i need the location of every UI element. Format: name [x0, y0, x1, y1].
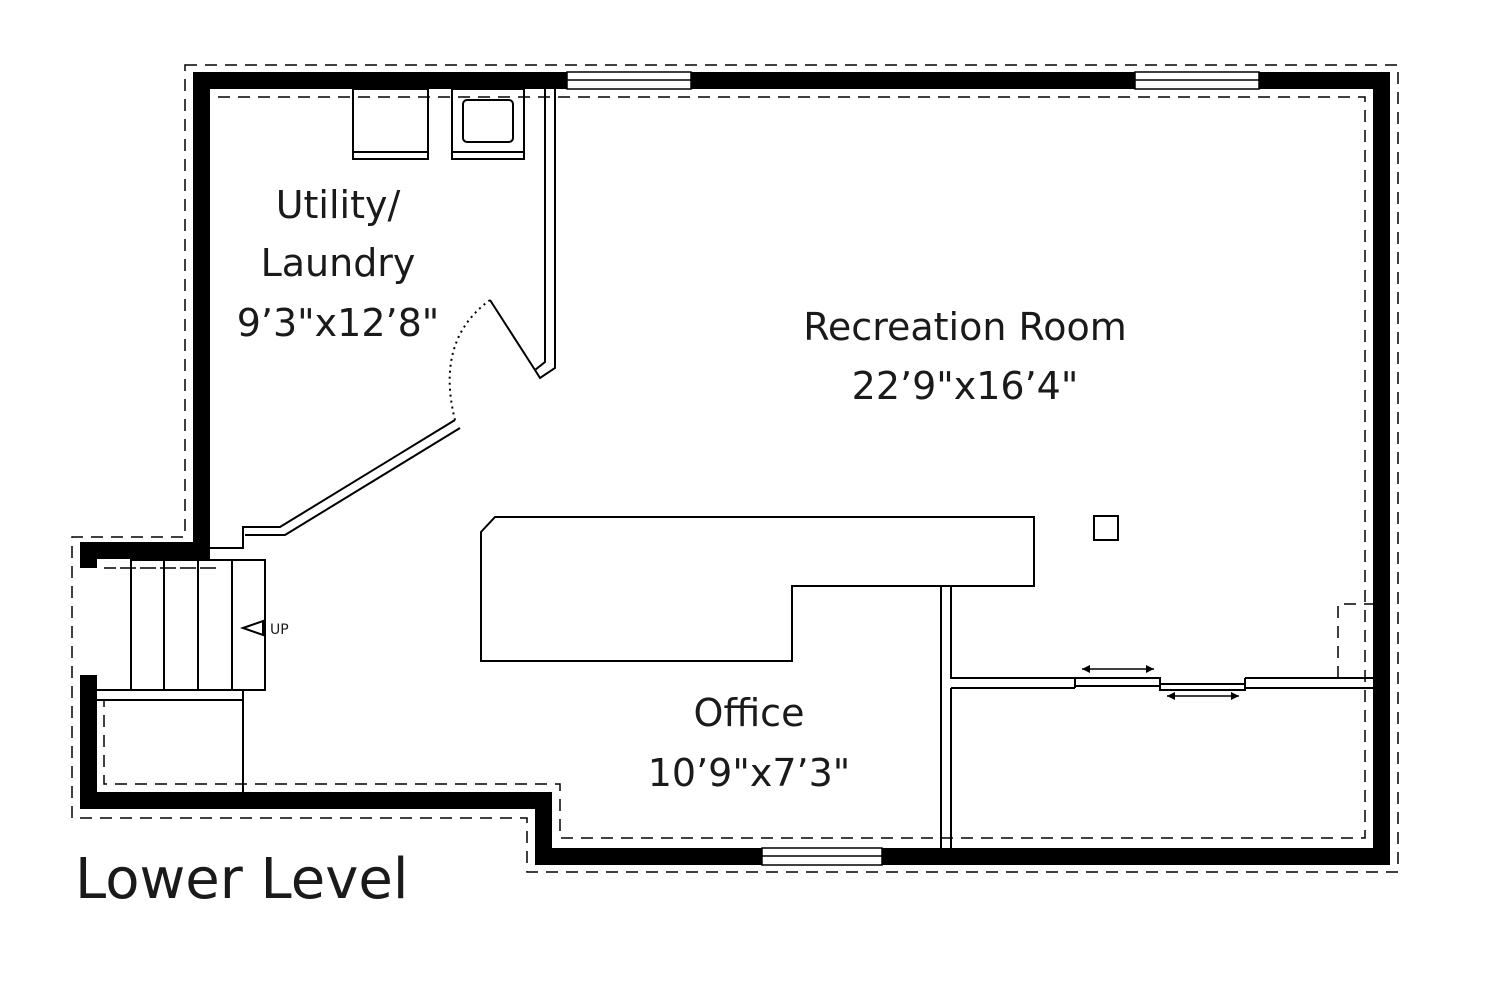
- counter-island: [480, 516, 1035, 662]
- closet-sliding-doors: [1074, 665, 1373, 700]
- office-wall: [940, 586, 1075, 848]
- recreation-label: Recreation Room: [803, 305, 1127, 349]
- exterior-walls: [80, 72, 1390, 865]
- stairs-direction-label: UP: [270, 622, 289, 638]
- staircase: [97, 559, 266, 792]
- interior-dashed-outline: [103, 96, 1366, 839]
- utility-diagonal-wall: [210, 419, 461, 549]
- office-label: Office: [694, 691, 805, 735]
- office-dimensions: 10’9"x7’3": [648, 751, 851, 795]
- recreation-dimensions: 22’9"x16’4": [852, 364, 1079, 408]
- dryer: [451, 88, 525, 160]
- exterior-dashed-outline: [71, 64, 1399, 873]
- window-bottom: [761, 847, 883, 866]
- utility-door-swing: [448, 299, 491, 421]
- up-arrow-icon: [239, 619, 264, 637]
- utility-wall: [489, 89, 556, 380]
- support-column: [1093, 515, 1119, 541]
- window-top-right: [1134, 71, 1260, 90]
- washer: [352, 88, 429, 160]
- plan-title: Lower Level: [75, 847, 408, 912]
- closet-dashed-outline: [1337, 603, 1373, 678]
- utility-dimensions: 9’3"x12’8": [237, 301, 440, 345]
- utility-label-line2: Laundry: [261, 241, 416, 285]
- window-top-left: [566, 71, 692, 90]
- utility-label-line1: Utility/: [276, 183, 401, 227]
